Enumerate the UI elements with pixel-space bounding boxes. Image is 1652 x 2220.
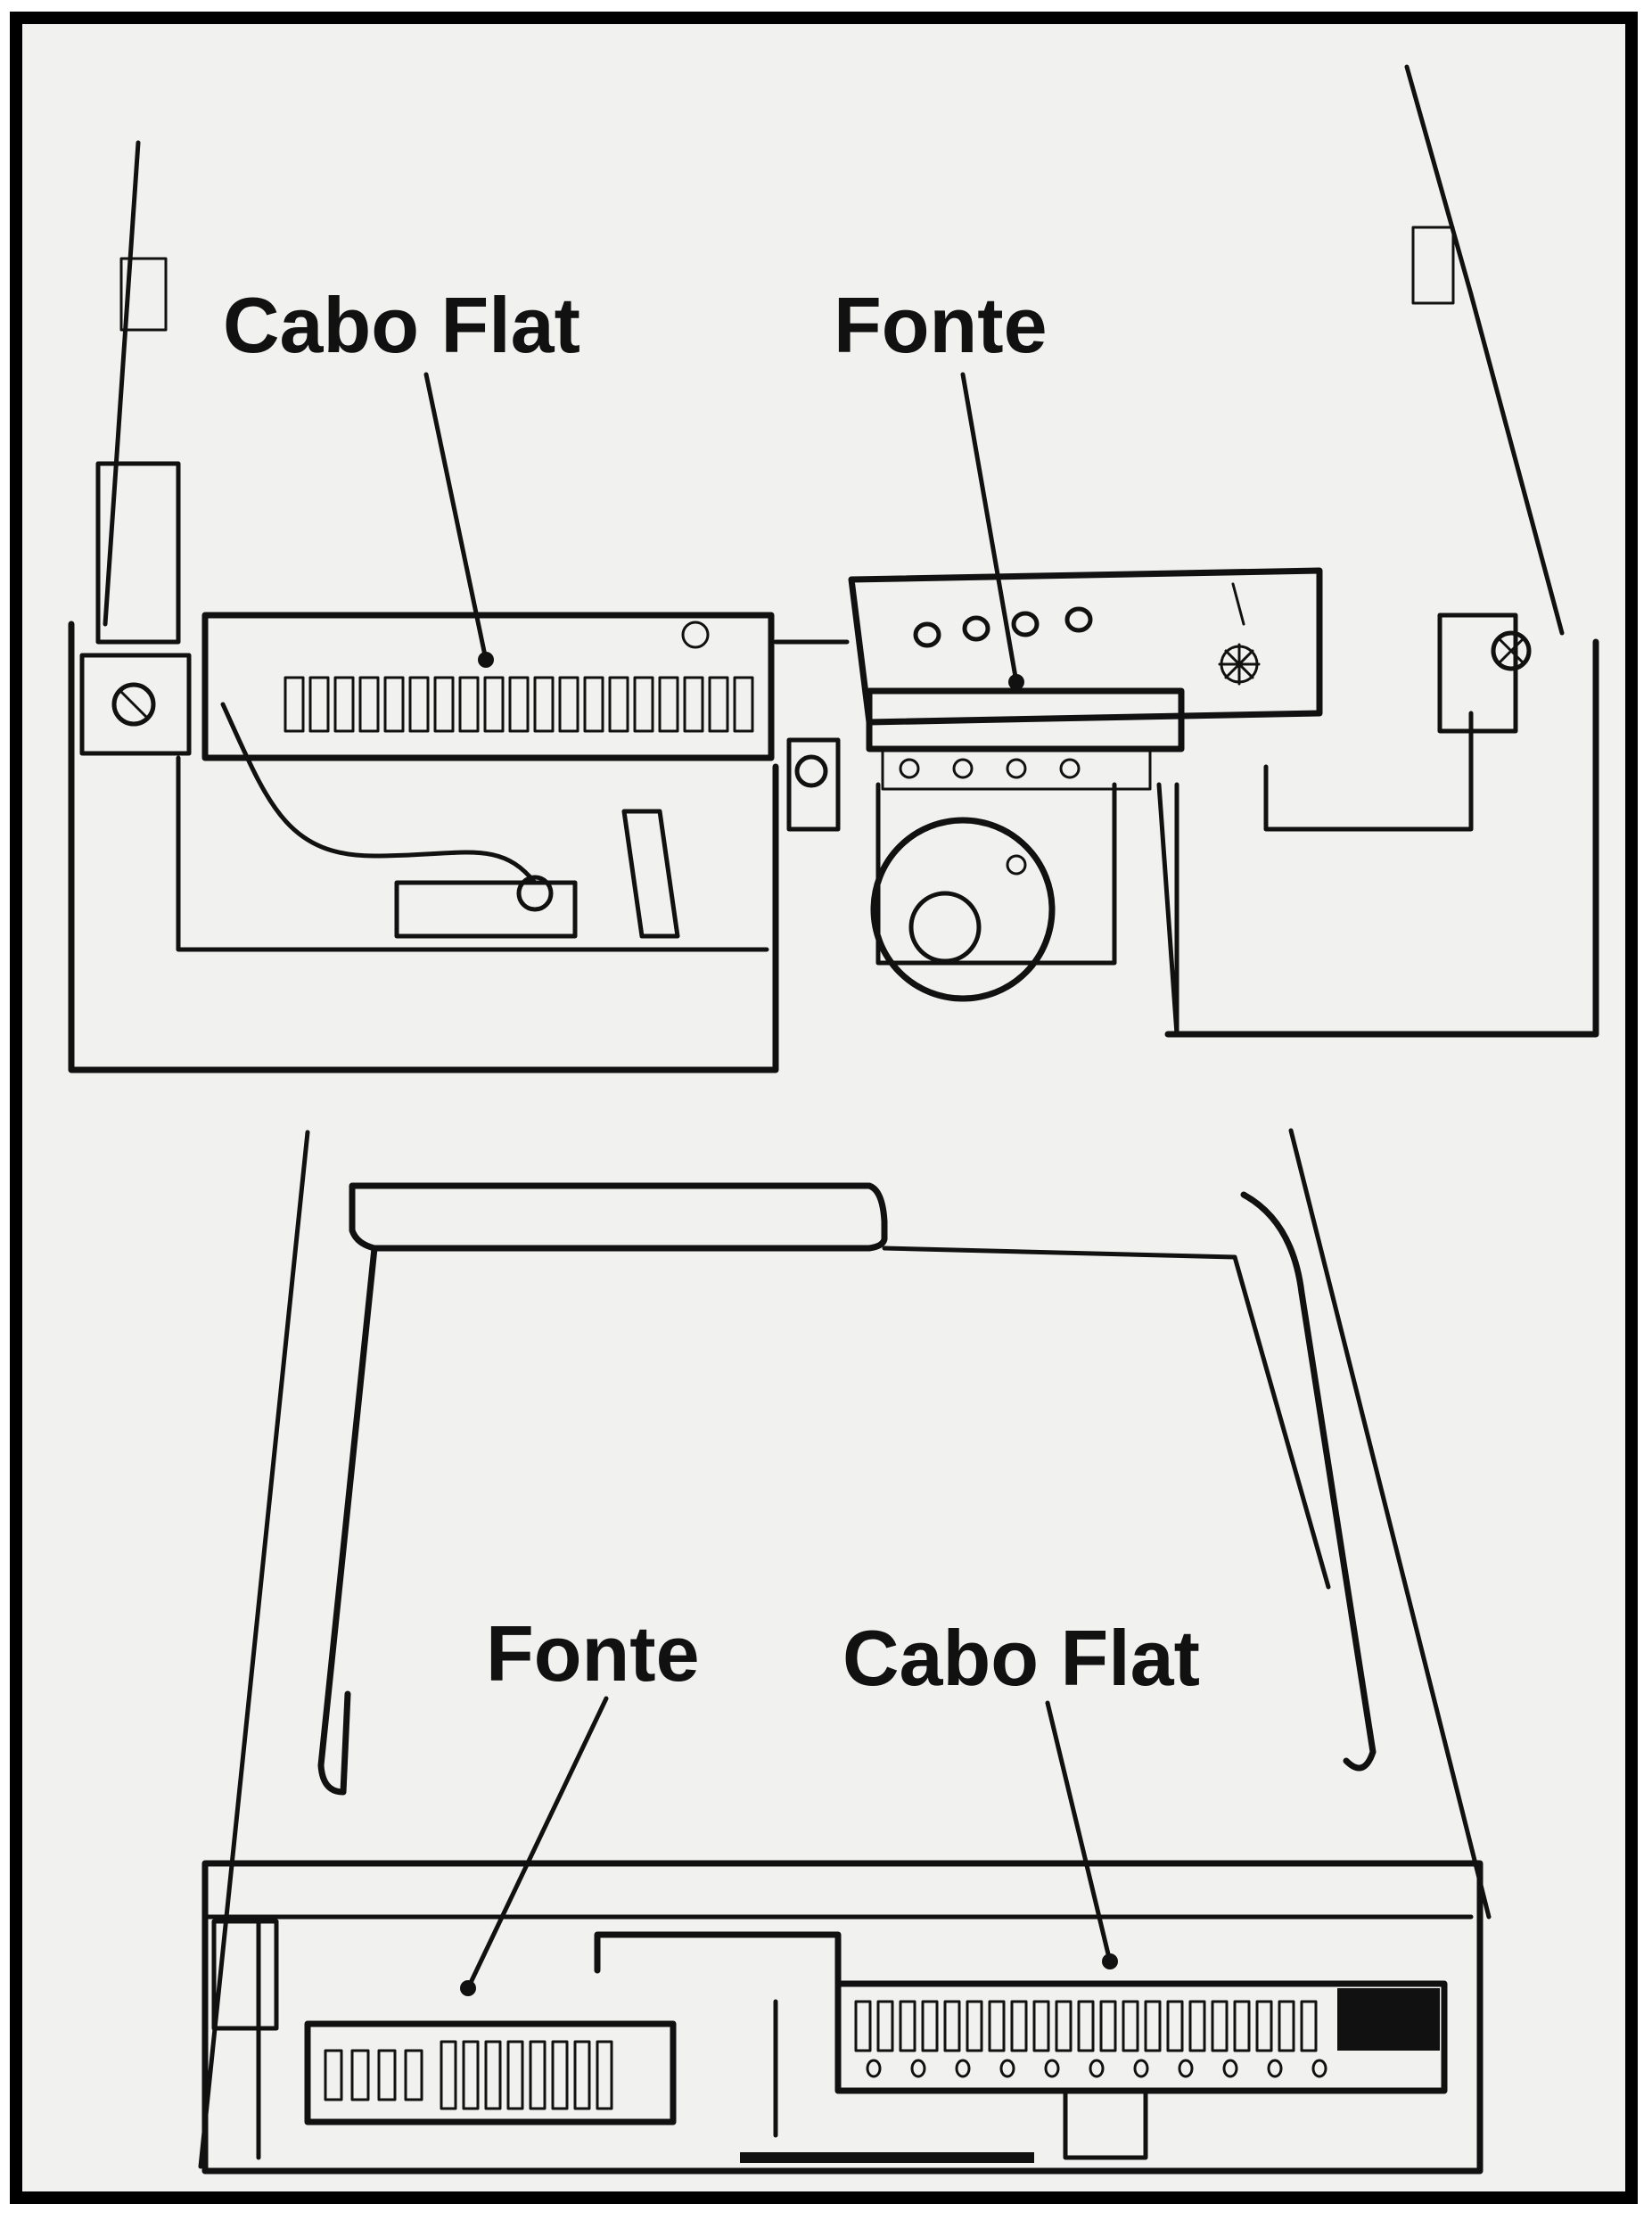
bottom-panel-labels: Fonte Cabo Flat <box>460 1609 1200 1996</box>
figure-frame <box>10 12 1638 2204</box>
bottom-cabo-flat-leader-dot <box>1102 1953 1118 1969</box>
top-panel-labels: Cabo Flat Fonte <box>223 281 1048 690</box>
bottom-fonte-label: Fonte <box>486 1609 700 1698</box>
bottom-cabo-flat-label: Cabo Flat <box>842 1614 1200 1702</box>
bottom-fonte-leader <box>465 1696 609 1991</box>
top-cabo-flat-label: Cabo Flat <box>223 281 580 369</box>
bottom-drive-illustration <box>198 1128 1492 2175</box>
top-cabo-flat-leader-dot <box>478 652 494 668</box>
top-fonte-label: Fonte <box>834 281 1048 369</box>
top-fonte-leader <box>960 372 1019 685</box>
top-drive-illustration <box>68 64 1599 1073</box>
top-cabo-flat-leader <box>423 372 489 662</box>
top-fonte-leader-dot <box>1008 674 1024 690</box>
bottom-fonte-leader-dot <box>460 1980 476 1996</box>
bottom-cabo-flat-leader <box>1045 1700 1113 1964</box>
